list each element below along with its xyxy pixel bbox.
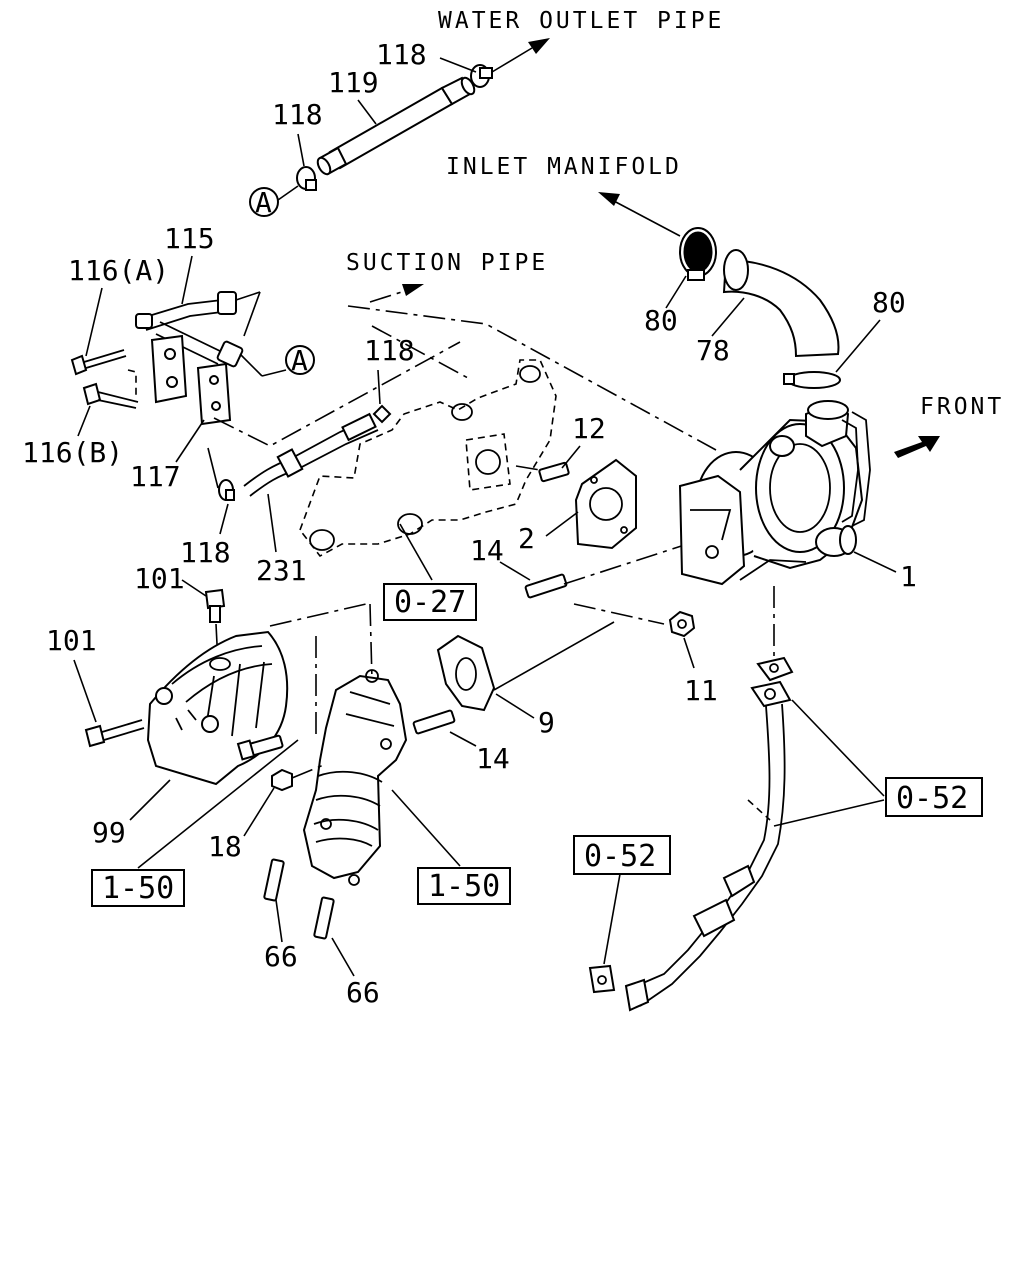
stud-14-upper	[524, 573, 568, 599]
bolt-101-left	[84, 719, 145, 748]
note-inlet-manifold: INLET MANIFOLD	[446, 154, 682, 180]
label-2: 2	[518, 522, 535, 555]
svg-text:A: A	[291, 344, 308, 377]
exhaust-gasket-lower	[588, 964, 616, 994]
svg-text:1-50: 1-50	[102, 871, 174, 906]
turbocharger-1	[678, 400, 871, 586]
label-116b: 116(B)	[22, 436, 123, 469]
note-suction-pipe: SUCTION PIPE	[346, 250, 548, 276]
label-118-top: 118	[376, 38, 427, 71]
ref-box-0-52-left: 0-52	[573, 835, 671, 875]
gasket-117	[150, 334, 232, 426]
clamp-80-left	[679, 227, 717, 281]
gasket-2	[574, 458, 637, 550]
label-66-a: 66	[264, 940, 298, 973]
leader-118-top	[439, 57, 477, 73]
inlet-manifold-arrow	[598, 192, 681, 237]
svg-text:0-52: 0-52	[584, 839, 656, 874]
label-9: 9	[538, 706, 555, 739]
label-118-left: 118	[180, 536, 231, 569]
water-pipe-119	[316, 76, 476, 176]
label-116a: 116(A)	[68, 254, 169, 287]
label-66-b: 66	[346, 976, 380, 1009]
bolt-101-top	[204, 588, 226, 623]
hose-clamp-118-low	[372, 404, 392, 424]
label-101-left: 101	[46, 624, 97, 657]
label-117: 117	[130, 460, 181, 493]
ref-box-0-52-right: 0-52	[885, 777, 983, 817]
stud-bolt-left	[236, 734, 284, 761]
svg-text:A: A	[255, 186, 272, 219]
ref-box-1-50-right: 1-50	[417, 867, 511, 905]
label-231: 231	[256, 554, 307, 587]
hose-clamp-118-top	[470, 64, 493, 88]
leader-119	[357, 99, 377, 125]
svg-text:0-52: 0-52	[896, 781, 968, 816]
hose-clamp-118-left	[218, 479, 235, 501]
nut-18	[271, 768, 293, 792]
label-101-top: 101	[134, 562, 185, 595]
ref-box-1-50-left: 1-50	[91, 869, 185, 907]
note-front: FRONT	[920, 394, 1004, 420]
stud-14-lower	[412, 709, 456, 735]
front-arrow-icon	[894, 436, 940, 458]
label-78: 78	[696, 334, 730, 367]
hose-231	[243, 412, 379, 497]
circle-a-mid: A	[285, 344, 315, 377]
bolt-116b	[82, 382, 139, 409]
circle-a-top: A	[249, 185, 299, 219]
exhaust-front-pipe	[624, 703, 786, 1012]
catalytic-converter	[302, 669, 408, 886]
exhaust-pipe-flange-gasket	[750, 656, 794, 708]
label-14-up: 14	[470, 534, 504, 567]
note-water-outlet-pipe: WATER OUTLET PIPE	[438, 8, 724, 34]
heat-shield-99	[146, 630, 289, 786]
label-115: 115	[164, 222, 215, 255]
hose-clamp-118-mid	[296, 166, 317, 191]
label-14-low: 14	[476, 742, 510, 775]
label-118-low: 118	[364, 334, 415, 367]
stud-66-b	[313, 896, 335, 940]
bolt-116a	[70, 349, 127, 376]
stud-12	[538, 461, 570, 483]
label-99: 99	[92, 816, 126, 849]
svg-text:0-27: 0-27	[394, 585, 466, 620]
svg-text:1-50: 1-50	[428, 869, 500, 904]
stud-66-a	[263, 858, 285, 902]
water-outlet-arrow	[491, 38, 550, 73]
pipe-115	[135, 291, 244, 368]
suction-pipe-arrow	[369, 284, 424, 303]
label-80-left: 80	[644, 304, 678, 337]
hose-78	[722, 249, 840, 358]
label-12: 12	[572, 412, 606, 445]
clamp-80-right	[783, 371, 841, 389]
label-1: 1	[900, 560, 917, 593]
label-18: 18	[208, 830, 242, 863]
label-119: 119	[328, 66, 379, 99]
label-118-mid: 118	[272, 98, 323, 131]
label-80-right: 80	[872, 286, 906, 319]
label-11: 11	[684, 674, 718, 707]
exhaust-manifold	[299, 359, 557, 558]
gasket-9	[436, 634, 496, 712]
ref-box-0-27: 0-27	[383, 583, 477, 621]
nut-11	[668, 610, 696, 638]
leader-118-mid	[297, 133, 305, 167]
